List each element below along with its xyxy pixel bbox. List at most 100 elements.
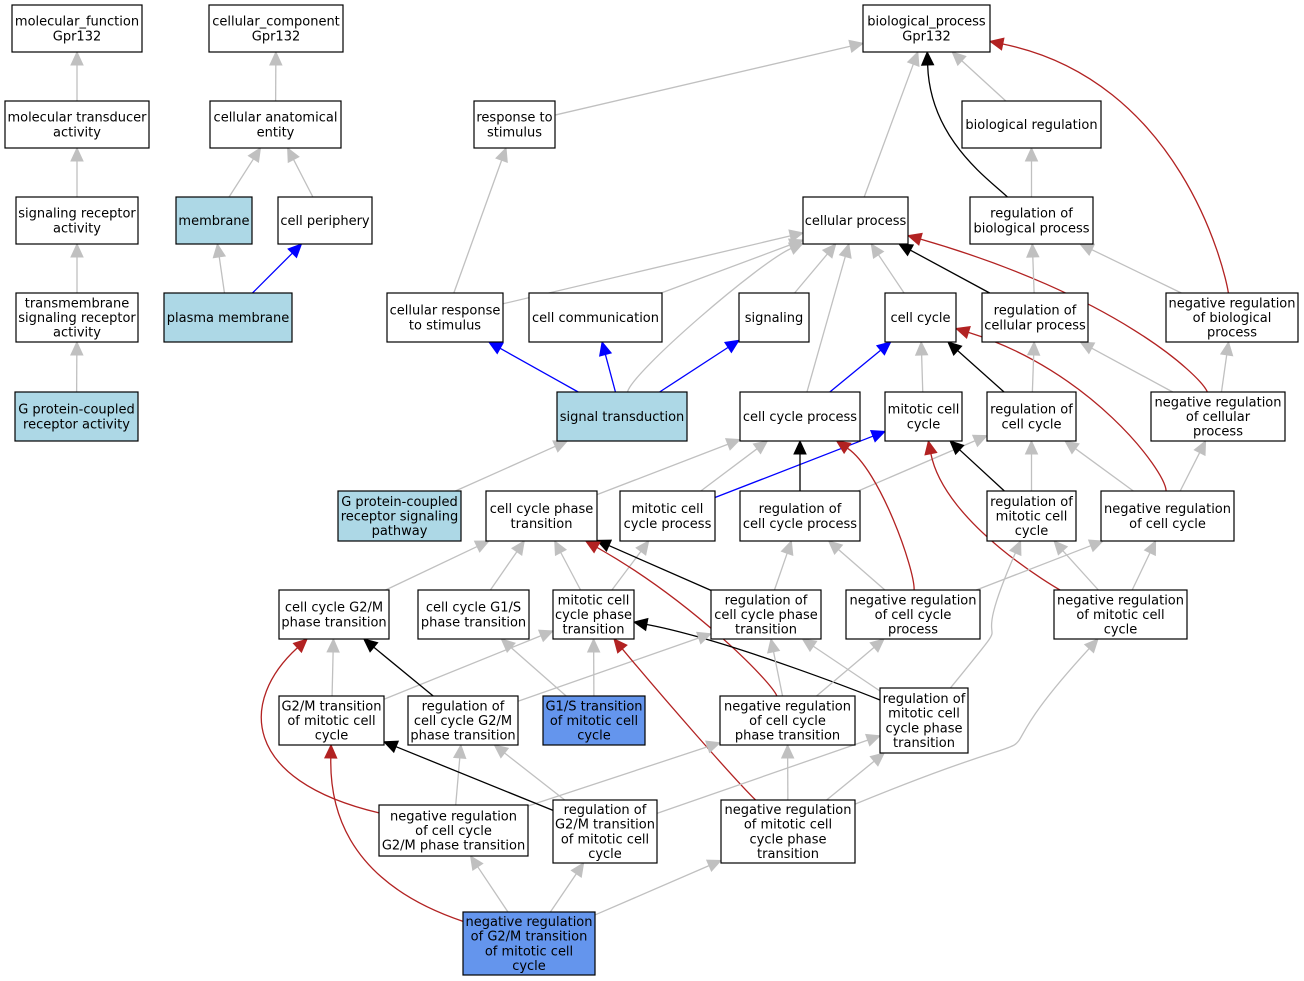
term-label-line: cycle	[907, 417, 941, 432]
term-node-mem[interactable]: membrane	[175, 196, 253, 245]
edge-arrowhead	[1024, 146, 1039, 162]
edge-arrowhead	[914, 340, 929, 356]
term-label-line: of cell cycle	[875, 608, 952, 623]
edge-arrowhead	[801, 638, 818, 653]
term-label-line: of mitotic cell	[287, 714, 375, 729]
term-box	[802, 196, 909, 245]
term-label-line: cycle	[1104, 623, 1138, 638]
term-label-line: cell cycle G1/S	[426, 601, 521, 616]
edge-line	[1075, 448, 1134, 492]
term-label-line: receptor signaling	[341, 510, 459, 525]
term-node-cper[interactable]: cell periphery	[277, 196, 373, 245]
term-box	[209, 100, 342, 149]
term-box	[15, 292, 139, 343]
edge-arrowhead	[906, 50, 920, 68]
term-label-line: cellular_component	[212, 15, 340, 30]
edge-arrowhead	[510, 540, 525, 556]
term-node-ccp[interactable]: cell cycle process	[739, 391, 861, 442]
edge-mccp-to-ccp-is_a	[700, 440, 769, 492]
edge-arrowhead	[780, 539, 794, 556]
edge-arrowhead	[1219, 340, 1234, 357]
edge-line	[816, 646, 875, 697]
term-node-st[interactable]: signal transduction	[556, 391, 688, 442]
term-box	[739, 490, 861, 542]
edge-line	[806, 256, 846, 393]
edge-line	[968, 331, 1167, 492]
edge-arrowhead	[696, 631, 713, 645]
term-label-line: of mitotic cell	[744, 818, 832, 833]
term-label-line: stimulus	[487, 125, 542, 140]
term-node-pmem[interactable]: plasma membrane	[163, 292, 293, 343]
term-label-line: activity	[53, 125, 101, 140]
term-label-line: of cellular	[1186, 410, 1251, 425]
edge-arrowhead	[827, 540, 844, 555]
edge-crts-to-rts-is_a	[453, 146, 508, 294]
term-node-breg[interactable]: biological regulation	[961, 100, 1102, 149]
edge-arrowhead	[469, 855, 484, 871]
term-label-line: transition	[757, 847, 819, 862]
edge-arrowhead	[452, 743, 467, 760]
edge-arrowhead	[838, 242, 852, 259]
term-box	[277, 196, 373, 245]
edge-line	[527, 746, 708, 807]
edge-arrowhead	[870, 243, 885, 259]
edge-arrowhead	[752, 440, 769, 455]
edge-st-to-ccom-part_of	[598, 340, 617, 393]
term-box	[462, 911, 596, 976]
edge-line	[228, 158, 254, 198]
edge-line	[1062, 550, 1099, 591]
term-box	[556, 391, 688, 442]
term-box	[884, 391, 963, 442]
term-node-ccyc[interactable]: cell cycle	[884, 292, 957, 343]
term-box	[719, 695, 856, 746]
term-node-ccom[interactable]: cell communication	[528, 292, 663, 343]
term-label-line: entity	[257, 125, 295, 140]
edge-line	[1091, 347, 1174, 393]
edge-nrcc-to-ccyc-negatively_regulates	[954, 326, 1167, 492]
term-node-cproc[interactable]: cellular process	[802, 196, 909, 245]
edge-line	[794, 253, 828, 294]
edge-nrccp-to-rccp-is_a	[827, 540, 886, 591]
term-box	[208, 4, 344, 53]
edge-line	[660, 244, 792, 294]
term-node-sig[interactable]: signaling	[738, 292, 810, 343]
term-label-line: signaling receptor	[18, 311, 136, 326]
